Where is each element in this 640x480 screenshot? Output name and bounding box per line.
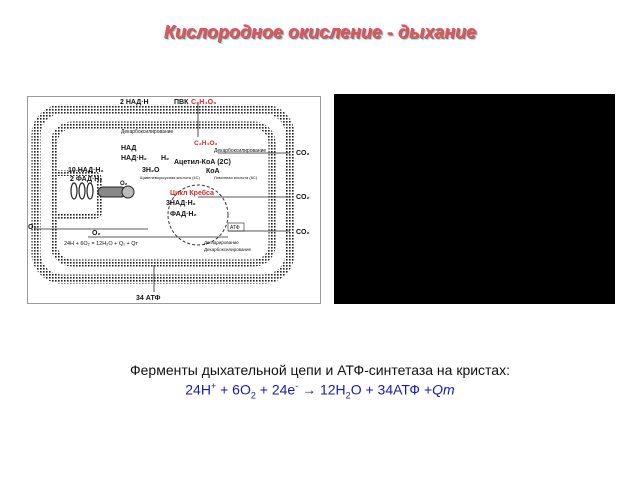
nadh-3-label: 3НАД·Н₂ [166,200,196,207]
atf-34-label: 34 АТФ [136,295,160,302]
oxaloacetate-note: Щавелевоуксусная кислота (4С) [140,175,201,180]
eq-o2-sub: 2 [250,390,256,401]
eq-e-sup: - [295,381,299,391]
eq-h2o-sub: 2 [345,390,351,401]
decarboxylation-bottom: Декарбоксилирование [204,247,251,252]
eq-h: 24H [185,381,211,398]
fadh-2-label: 2 ФАД·Н₂ [70,176,102,183]
citrate-note: Лимонная кислота (6С) [214,175,258,180]
co2-label-2: CO₂ [296,194,310,201]
decarboxylation-right: Декарбоксилирование [214,148,266,154]
eq-arrow-h2o: → 12H [298,381,346,398]
mitochondrion-svg: 2 НАД·Н ПВК C₃H₄O₃ Декарбоксилирование C… [28,99,310,302]
dehydrogenation-label: Дегидрирование [204,240,239,245]
svg-text:2 НАД·Н: 2 НАД·Н [120,99,149,106]
eq-rest: O + 34АТФ + [350,381,433,398]
co2-label-3: CO₂ [296,229,310,236]
c3h4o3-inner: C₃H₄O₃ [194,140,218,147]
mitochondrion-diagram: 2 НАД·Н ПВК C₃H₄O₃ Декарбоксилирование C… [27,96,321,304]
eq-plus-e: + 24e [255,381,296,398]
small-equation: 24Н + 6O₂ = 12Н₂O + Q₁ + Qᴛ [64,241,139,247]
o2-left-label: O₂ [28,224,37,231]
co2-label-1: CO₂ [296,150,310,157]
h2-label: Н₂ [161,155,169,162]
eq-plus-o2: + 6O [216,381,251,398]
acetyl-coa-label: Ацетил-КоА (2С) [174,159,231,166]
krebs-cycle-ring [167,184,229,246]
coa-label: КоА [206,168,220,175]
slide-title: Кислородное окисление - дыхание [163,22,477,42]
nadh2-label: НАД·Н₂ [121,155,147,162]
h2o-3-label: 3Н₂О [142,167,160,174]
fadh-label: ФАД·Н₂ [170,211,197,218]
inner-membrane [50,121,276,267]
pvk-formula: C₃H₄O₃ [191,99,216,106]
nadh-10-label: 10 НАД·Н₂ [68,167,104,174]
decarboxylation-top: Декарбоксилирование [121,129,173,135]
o2-inner-label: O₂ [92,230,101,237]
eq-h-sup: + [210,381,217,391]
krebs-cycle-label: Цикл Кребса [170,189,214,197]
caption-text: Ферменты дыхательной цепи и АТФ-синтетаз… [129,362,510,378]
eq-qm: Qm [432,381,455,398]
black-video-panel [334,94,615,304]
nad-label: НАД [121,145,136,152]
pvk-label: ПВК [174,99,189,106]
atp-synthase [70,182,135,200]
respiration-equation: 24H+ + 6O2 + 24e- → 12H2O + 34АТФ +Qm [0,381,640,400]
atf-box-label: АТФ [230,225,240,231]
o2-small-label: O₂ [120,181,128,187]
top-nadh-label: 2 НАД·Н [120,99,149,106]
outer-membrane [31,104,295,284]
